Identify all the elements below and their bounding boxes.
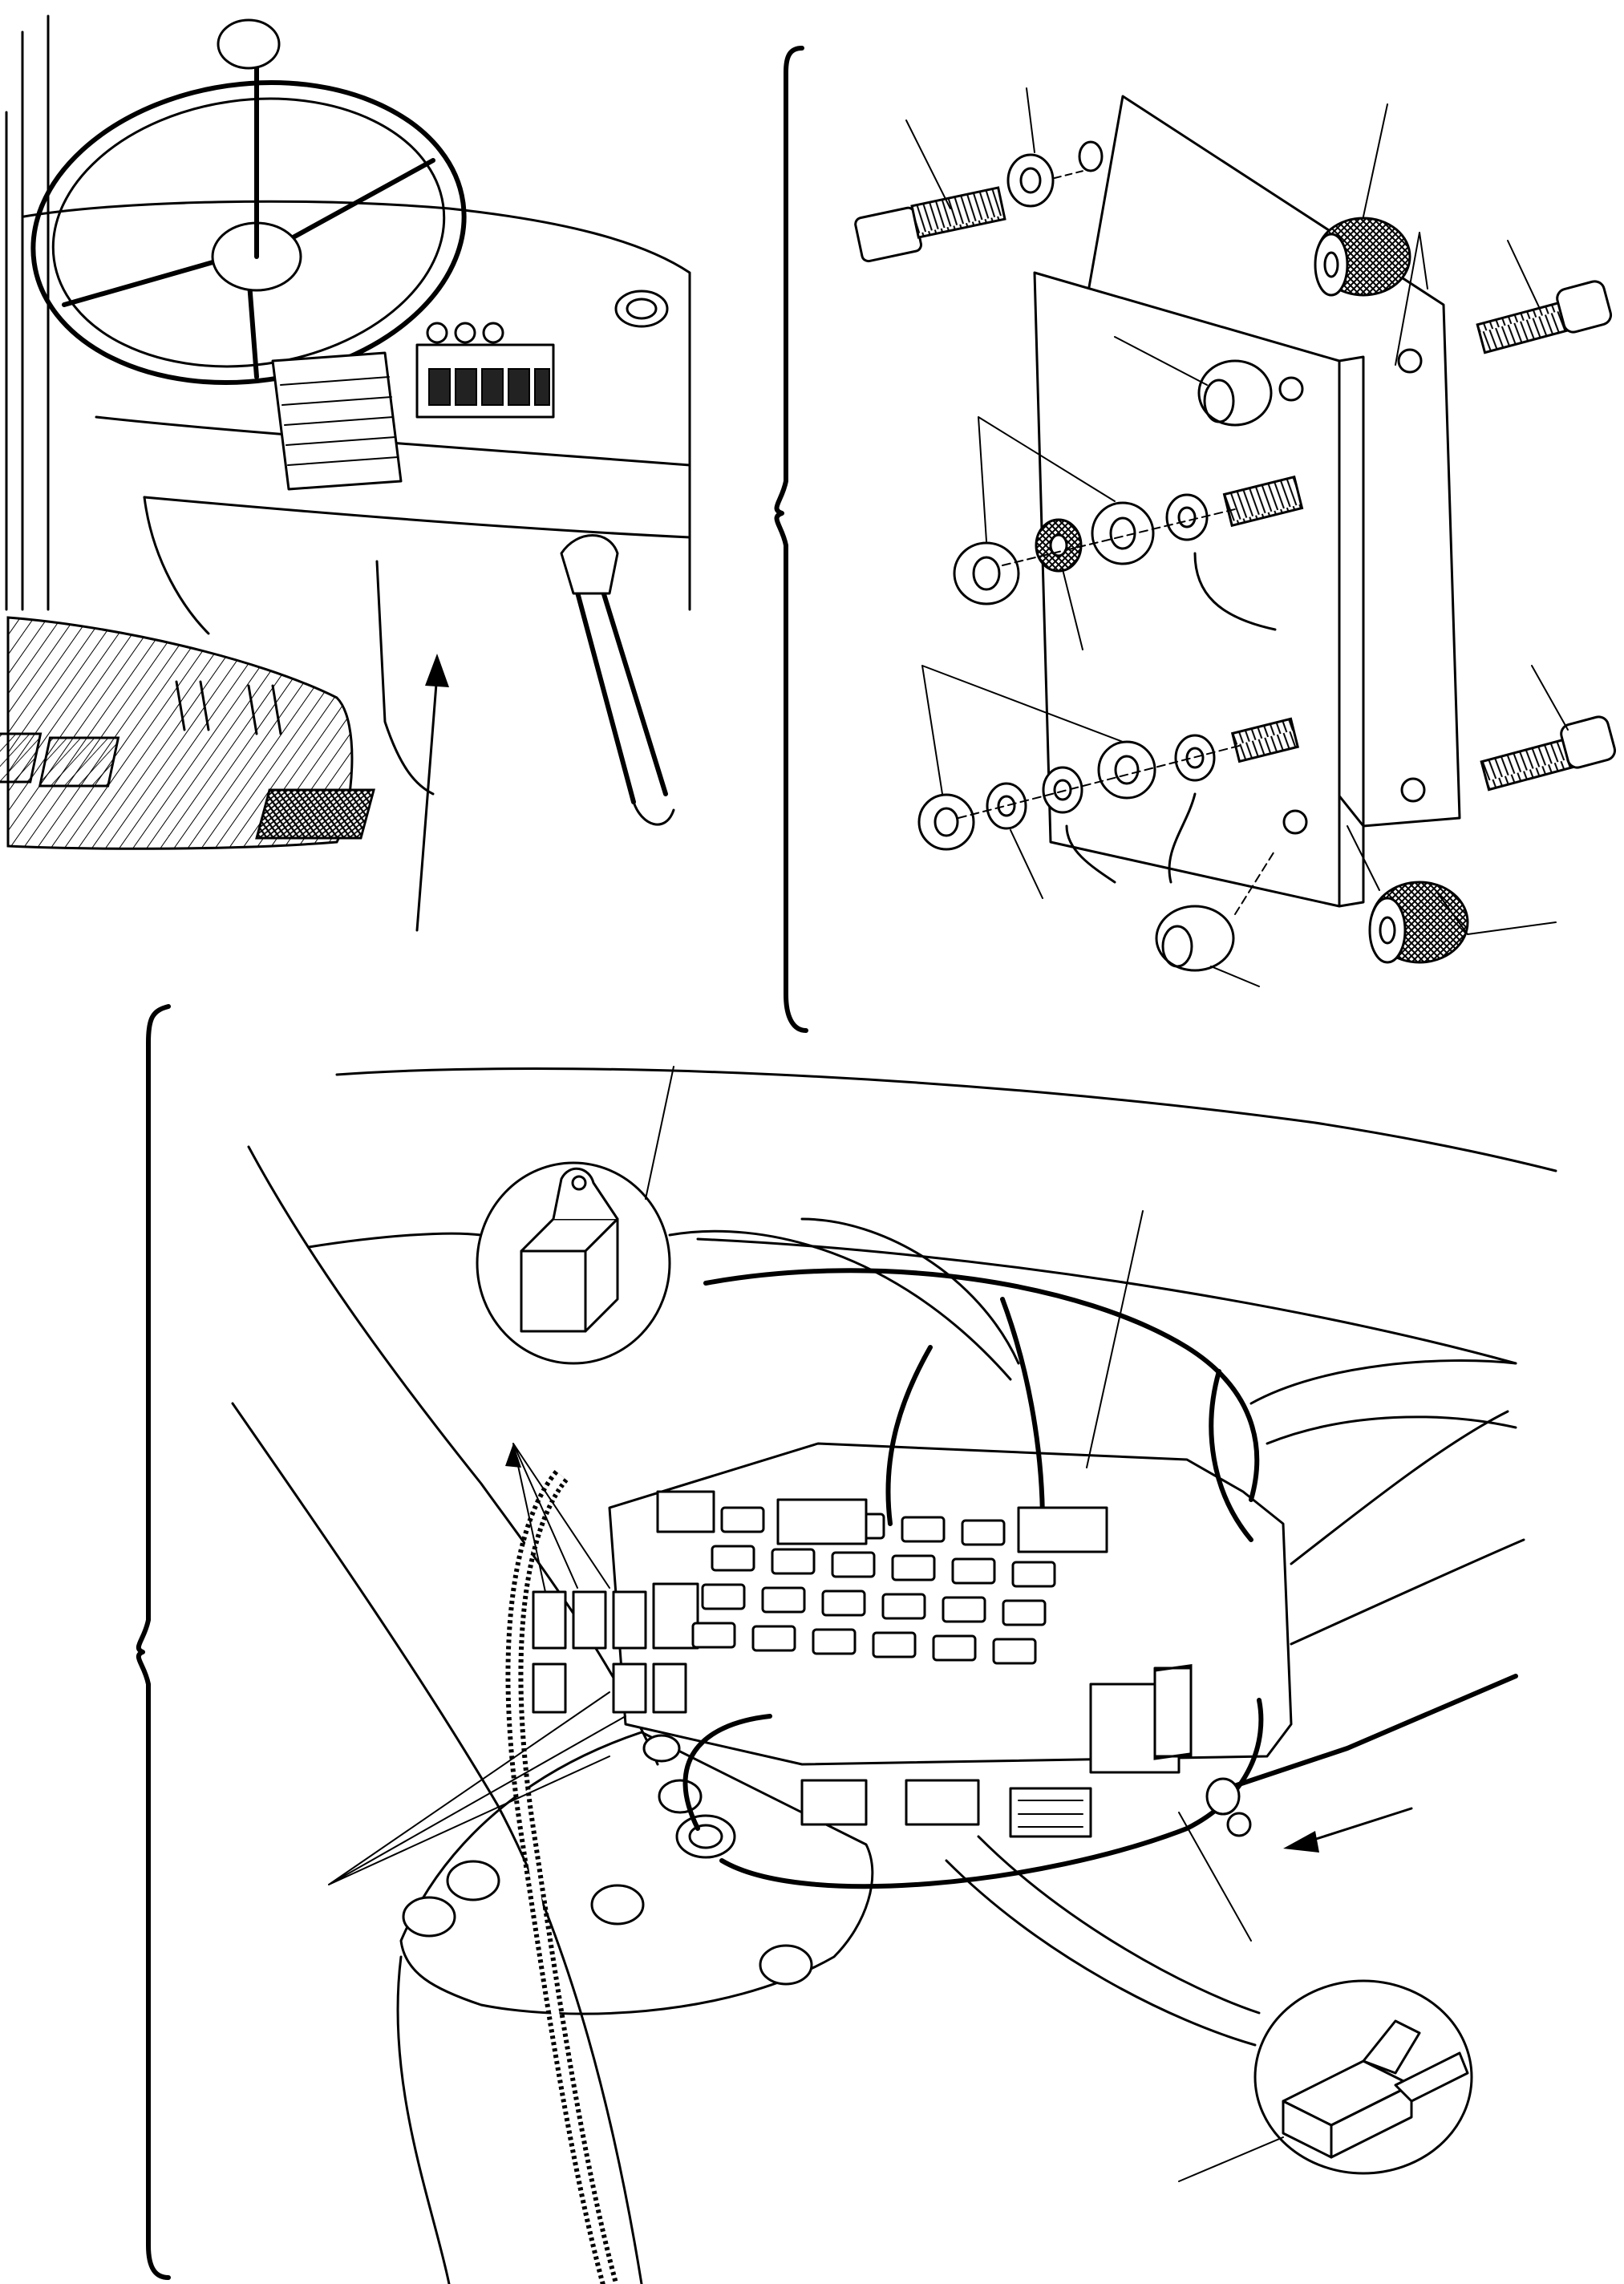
fuse <box>881 1593 926 1620</box>
relay-bank <box>532 1582 699 1714</box>
fuse <box>961 1519 1006 1546</box>
plate-nut-upper <box>1197 359 1273 427</box>
fuse <box>701 1583 746 1610</box>
ring-terminal <box>1165 493 1209 541</box>
side-lever <box>560 534 675 826</box>
round-button <box>614 290 669 328</box>
panel-bracket <box>774 46 808 1033</box>
steering-wheel <box>30 79 467 386</box>
fuse <box>711 1545 755 1572</box>
fuse <box>992 1638 1037 1665</box>
fuse <box>761 1586 806 1614</box>
fuse <box>1002 1599 1047 1626</box>
fuse <box>932 1634 977 1662</box>
fuse <box>1011 1561 1056 1588</box>
hex-nut-loose <box>1155 849 1276 972</box>
dashboard-front-panel <box>143 496 691 539</box>
socket-screw-lower <box>1480 715 1617 792</box>
accelerator-pedal <box>255 788 375 840</box>
dash-contour-top <box>335 1067 1557 1172</box>
fuse <box>951 1557 996 1585</box>
fuse <box>901 1516 946 1543</box>
fuse <box>720 1506 765 1533</box>
fuse-relay-board-panel <box>136 1004 1557 2284</box>
console-column <box>375 560 435 796</box>
fuse <box>942 1596 986 1623</box>
lever-knob <box>217 18 281 70</box>
blade-fuse-icon <box>1253 1979 1473 2175</box>
column-boot <box>271 351 403 491</box>
fuse <box>821 1589 866 1617</box>
mounting-hardware-panel <box>774 46 1617 1033</box>
socket-screw-upper <box>1476 280 1613 354</box>
brake-pedals <box>0 680 282 788</box>
column-lever <box>217 18 281 259</box>
arrow-icon <box>415 654 449 932</box>
cab-overview-panel <box>0 14 691 932</box>
dashboard-top-edge <box>22 200 691 611</box>
dashboard-side <box>143 496 210 635</box>
arrow-icon <box>1283 1807 1413 1853</box>
fuse <box>812 1628 857 1655</box>
top-connectors <box>656 1490 1108 1553</box>
fuse <box>891 1554 936 1581</box>
fuse <box>831 1551 876 1578</box>
fuse <box>751 1625 796 1652</box>
terminal-assembly-lower <box>917 717 1300 884</box>
cover-bolts <box>402 1734 813 1986</box>
large-relay <box>1089 1664 1193 1774</box>
bottom-connectors <box>800 1779 1092 1838</box>
leader-lines-board <box>328 1066 1284 2182</box>
relay-icon <box>476 1161 671 1365</box>
leader-lines-hardware <box>905 87 1569 987</box>
rubber-mount-bottom <box>1368 881 1469 964</box>
terminal-assembly-upper <box>953 475 1304 631</box>
rubber-mount-top <box>1314 217 1411 297</box>
wiring-harness-loops <box>682 1268 1525 1889</box>
fuse <box>771 1548 816 1575</box>
flat-washer <box>1006 153 1055 208</box>
switch-panel <box>415 322 555 419</box>
seat-cushion <box>6 616 354 850</box>
fuse <box>872 1631 917 1658</box>
hex-bolt-top <box>854 186 1006 263</box>
board-bracket <box>136 1004 171 2280</box>
cab-pillar <box>5 14 50 611</box>
fuse <box>691 1622 736 1649</box>
